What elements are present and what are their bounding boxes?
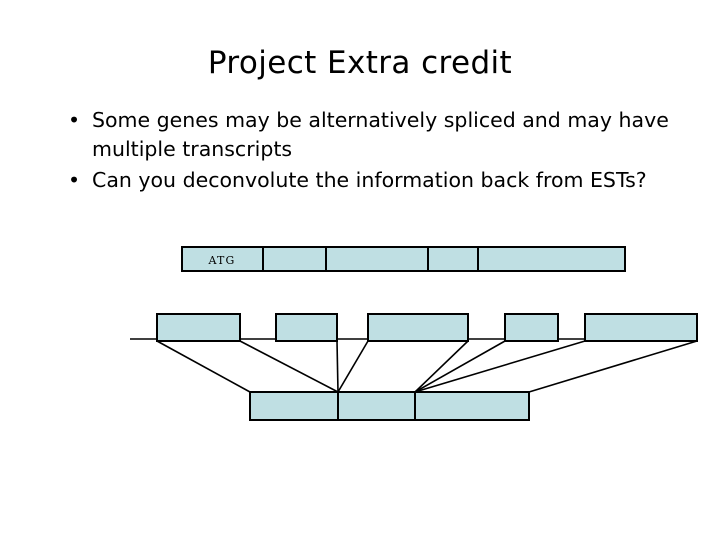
exon-box [504, 313, 559, 342]
spliced-exon-row [130, 313, 698, 342]
splice-connector-lines [156, 340, 698, 393]
exon-box [584, 313, 698, 342]
exon-box [275, 313, 338, 342]
bullet-item-1: • Some genes may be alternatively splice… [56, 106, 676, 164]
splice-connector [414, 340, 586, 393]
exon-segment [181, 246, 626, 272]
est-contig-row [249, 391, 530, 421]
bullet-list: • Some genes may be alternatively splice… [56, 106, 676, 197]
atg-start-codon-label: ATG [207, 254, 235, 267]
genomic-transcript-row [181, 246, 626, 272]
bullet-item-1-text: Some genes may be alternatively spliced … [92, 108, 669, 161]
splice-connector [528, 340, 698, 393]
exon-segment [249, 391, 530, 421]
bullet-item-2-text: Can you deconvolute the information back… [92, 168, 647, 192]
splice-connector [414, 340, 506, 393]
alternative-splicing-diagram: ATG [0, 228, 720, 448]
diagram-svg: ATG [130, 246, 698, 421]
bullet-item-2: • Can you deconvolute the information ba… [56, 166, 676, 195]
splice-connector [337, 340, 369, 393]
exon-box [156, 313, 241, 342]
splice-connector [239, 340, 339, 393]
bullet-marker-icon: • [68, 108, 81, 132]
splice-connector [414, 340, 469, 393]
splice-connector [336, 340, 339, 393]
exon-box [367, 313, 469, 342]
page-title: Project Extra credit [207, 45, 513, 81]
splice-connector [156, 340, 251, 393]
bullet-marker-icon: • [68, 168, 81, 192]
